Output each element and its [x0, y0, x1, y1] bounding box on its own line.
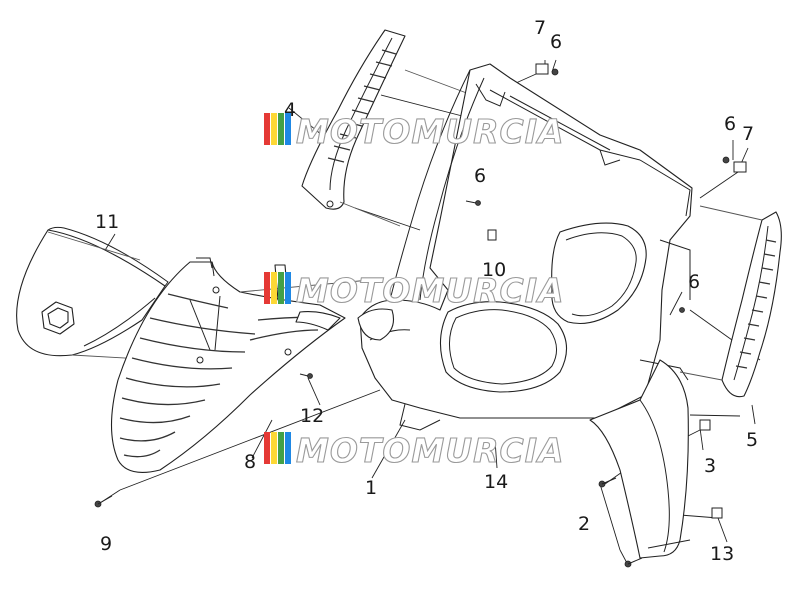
callout-11: 11 — [95, 211, 119, 233]
watermark-stripe — [278, 113, 284, 145]
part-1-leg-shield — [357, 63, 693, 431]
callout-7-top: 7 — [534, 17, 546, 39]
part-11-upper-cover — [16, 226, 251, 366]
callout-14: 14 — [484, 471, 508, 493]
part-5-right-trim — [679, 205, 782, 398]
watermark-stripe — [264, 272, 270, 304]
watermark-stripe — [278, 272, 284, 304]
callout-10: 10 — [482, 259, 506, 281]
callout-4: 4 — [284, 99, 296, 121]
callout-9: 9 — [100, 533, 112, 555]
callout-2: 2 — [578, 513, 590, 535]
watermark-stripe — [278, 432, 284, 464]
callout-5: 5 — [746, 429, 758, 451]
callout-6-top: 6 — [550, 31, 562, 53]
watermark-stripe — [271, 272, 277, 304]
watermark-stripe — [271, 432, 277, 464]
watermark-text: MOTOMURCIA — [296, 112, 565, 151]
callout-13: 13 — [710, 543, 734, 565]
watermark-bottom: MOTOMURCIA — [264, 430, 565, 471]
watermark-top: MOTOMURCIA — [264, 111, 565, 152]
fastener-hardware — [94, 63, 747, 568]
watermark-middle: MOTOMURCIA — [264, 270, 565, 311]
watermark-text: MOTOMURCIA — [296, 271, 565, 310]
watermark-stripe — [264, 113, 270, 145]
watermark-stripe — [264, 432, 270, 464]
callout-8: 8 — [244, 451, 256, 473]
watermark-stripe — [285, 432, 291, 464]
callout-6-right: 6 — [724, 113, 736, 135]
callout-12: 12 — [300, 405, 324, 427]
callout-6-center: 6 — [474, 165, 486, 187]
callout-7-right: 7 — [742, 123, 754, 145]
callout-labels: 7 6 6 7 4 6 11 10 6 12 5 8 3 14 1 2 9 13 — [95, 17, 758, 565]
watermark-stripe — [271, 113, 277, 145]
callout-3: 3 — [704, 455, 716, 477]
callout-6-mid-right: 6 — [688, 271, 700, 293]
callout-1: 1 — [365, 477, 377, 499]
watermark-stripe — [285, 272, 291, 304]
watermark-stripe — [285, 113, 291, 145]
lower-right-panel — [589, 359, 691, 559]
watermark-text: MOTOMURCIA — [296, 431, 565, 470]
